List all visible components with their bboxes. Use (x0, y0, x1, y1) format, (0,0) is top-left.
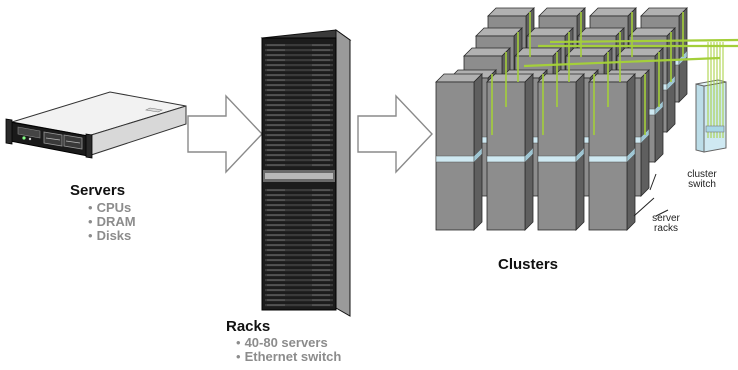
servers-title: Servers (70, 182, 126, 199)
racks-bullet-item: Ethernet switch (236, 350, 342, 364)
server-racks-label: server racks (652, 213, 680, 234)
servers-section: Servers CPUs DRAM Disks (70, 182, 136, 243)
cluster-switch-label: cluster switch (687, 169, 717, 190)
clusters-title: Clusters (498, 256, 559, 273)
servers-bullet-item: DRAM (88, 215, 136, 229)
racks-title: Racks (226, 318, 271, 335)
racks-section: Racks 40-80 servers Ethernet switch (226, 318, 341, 364)
servers-bullet-item: CPUs (88, 201, 136, 215)
arrow-right-icon (357, 94, 433, 174)
cluster-illustration (435, 7, 738, 231)
rack-illustration (260, 29, 352, 317)
racks-bullet-item: 40-80 servers (236, 336, 341, 350)
servers-bullet-item: Disks (88, 229, 136, 243)
racks-bullet-list: 40-80 servers Ethernet switch (236, 336, 342, 364)
server-illustration (5, 91, 187, 159)
arrow-right-icon (187, 94, 263, 174)
servers-bullet-list: CPUs DRAM Disks (88, 201, 136, 243)
